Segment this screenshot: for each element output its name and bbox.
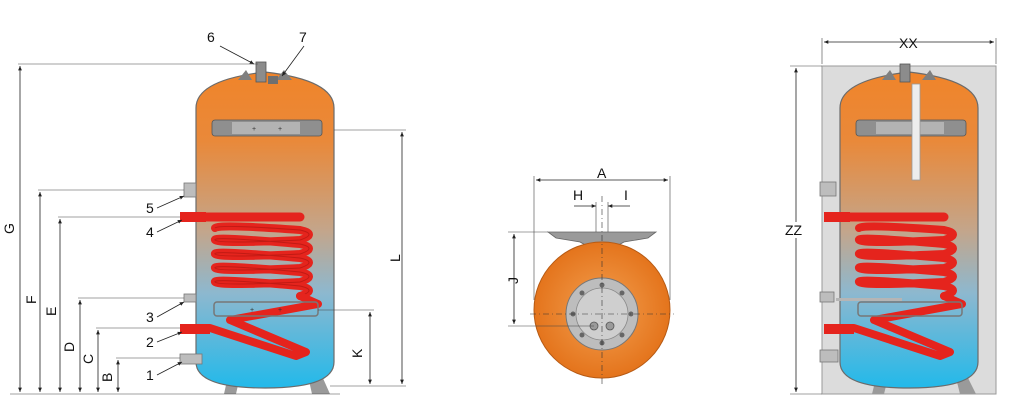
top-pipe-7 (268, 76, 278, 84)
callout-1: 1 (146, 367, 154, 383)
svg-text:+: + (278, 307, 282, 314)
connection-5 (183, 182, 197, 198)
callout-5: 5 (146, 200, 154, 216)
dim-label-e: E (43, 307, 59, 316)
dim-label-g: G (1, 223, 17, 234)
dim-label-a: A (597, 165, 607, 181)
callout-7: 7 (299, 29, 307, 45)
dim-label-zz: ZZ (785, 222, 803, 238)
callout-2: 2 (146, 334, 154, 350)
dim-label-c: C (80, 354, 96, 364)
dim-label-h: H (573, 187, 583, 203)
coil-inlet-pipe (180, 212, 206, 222)
left-dimensions (10, 63, 340, 395)
callout-3: 3 (146, 309, 154, 325)
right-dimensions (318, 129, 406, 387)
top-pipe-6 (255, 61, 267, 83)
flange-bolts (570, 282, 634, 346)
dim-label-j: J (505, 277, 521, 284)
callout-6: 6 (207, 29, 215, 45)
lifting-eye-left (238, 70, 252, 80)
dim-label-d: D (61, 342, 77, 352)
connection-3 (183, 293, 197, 303)
dim-label-i: I (624, 187, 628, 203)
svg-text:+: + (278, 126, 282, 133)
dim-label-k: K (349, 348, 365, 358)
jacketed-view: XX ZZ (784, 35, 997, 395)
upper-flange-plate (232, 122, 300, 134)
svg-text:+: + (250, 307, 254, 314)
side-section-view: + + + + 6 7 5 4 3 2 1 (1, 29, 406, 395)
anode-rod (911, 83, 921, 181)
connection-1 (179, 353, 203, 365)
dim-label-l: L (387, 254, 403, 262)
dim-label-xx: XX (899, 35, 918, 51)
callout-4: 4 (146, 224, 154, 240)
dim-label-b: B (99, 373, 115, 382)
dim-label-f: F (23, 295, 39, 304)
svg-text:+: + (252, 126, 256, 133)
coil-outlet-pipe (180, 324, 210, 334)
front-view: A H I J (505, 165, 674, 384)
lower-flange (213, 301, 319, 317)
